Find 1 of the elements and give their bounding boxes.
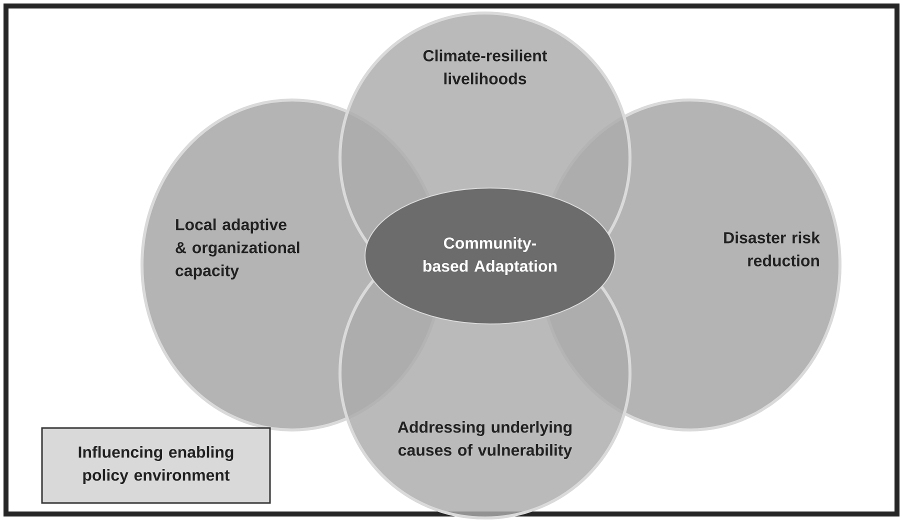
label-box: Influencing enabling policy environment	[41, 427, 271, 504]
